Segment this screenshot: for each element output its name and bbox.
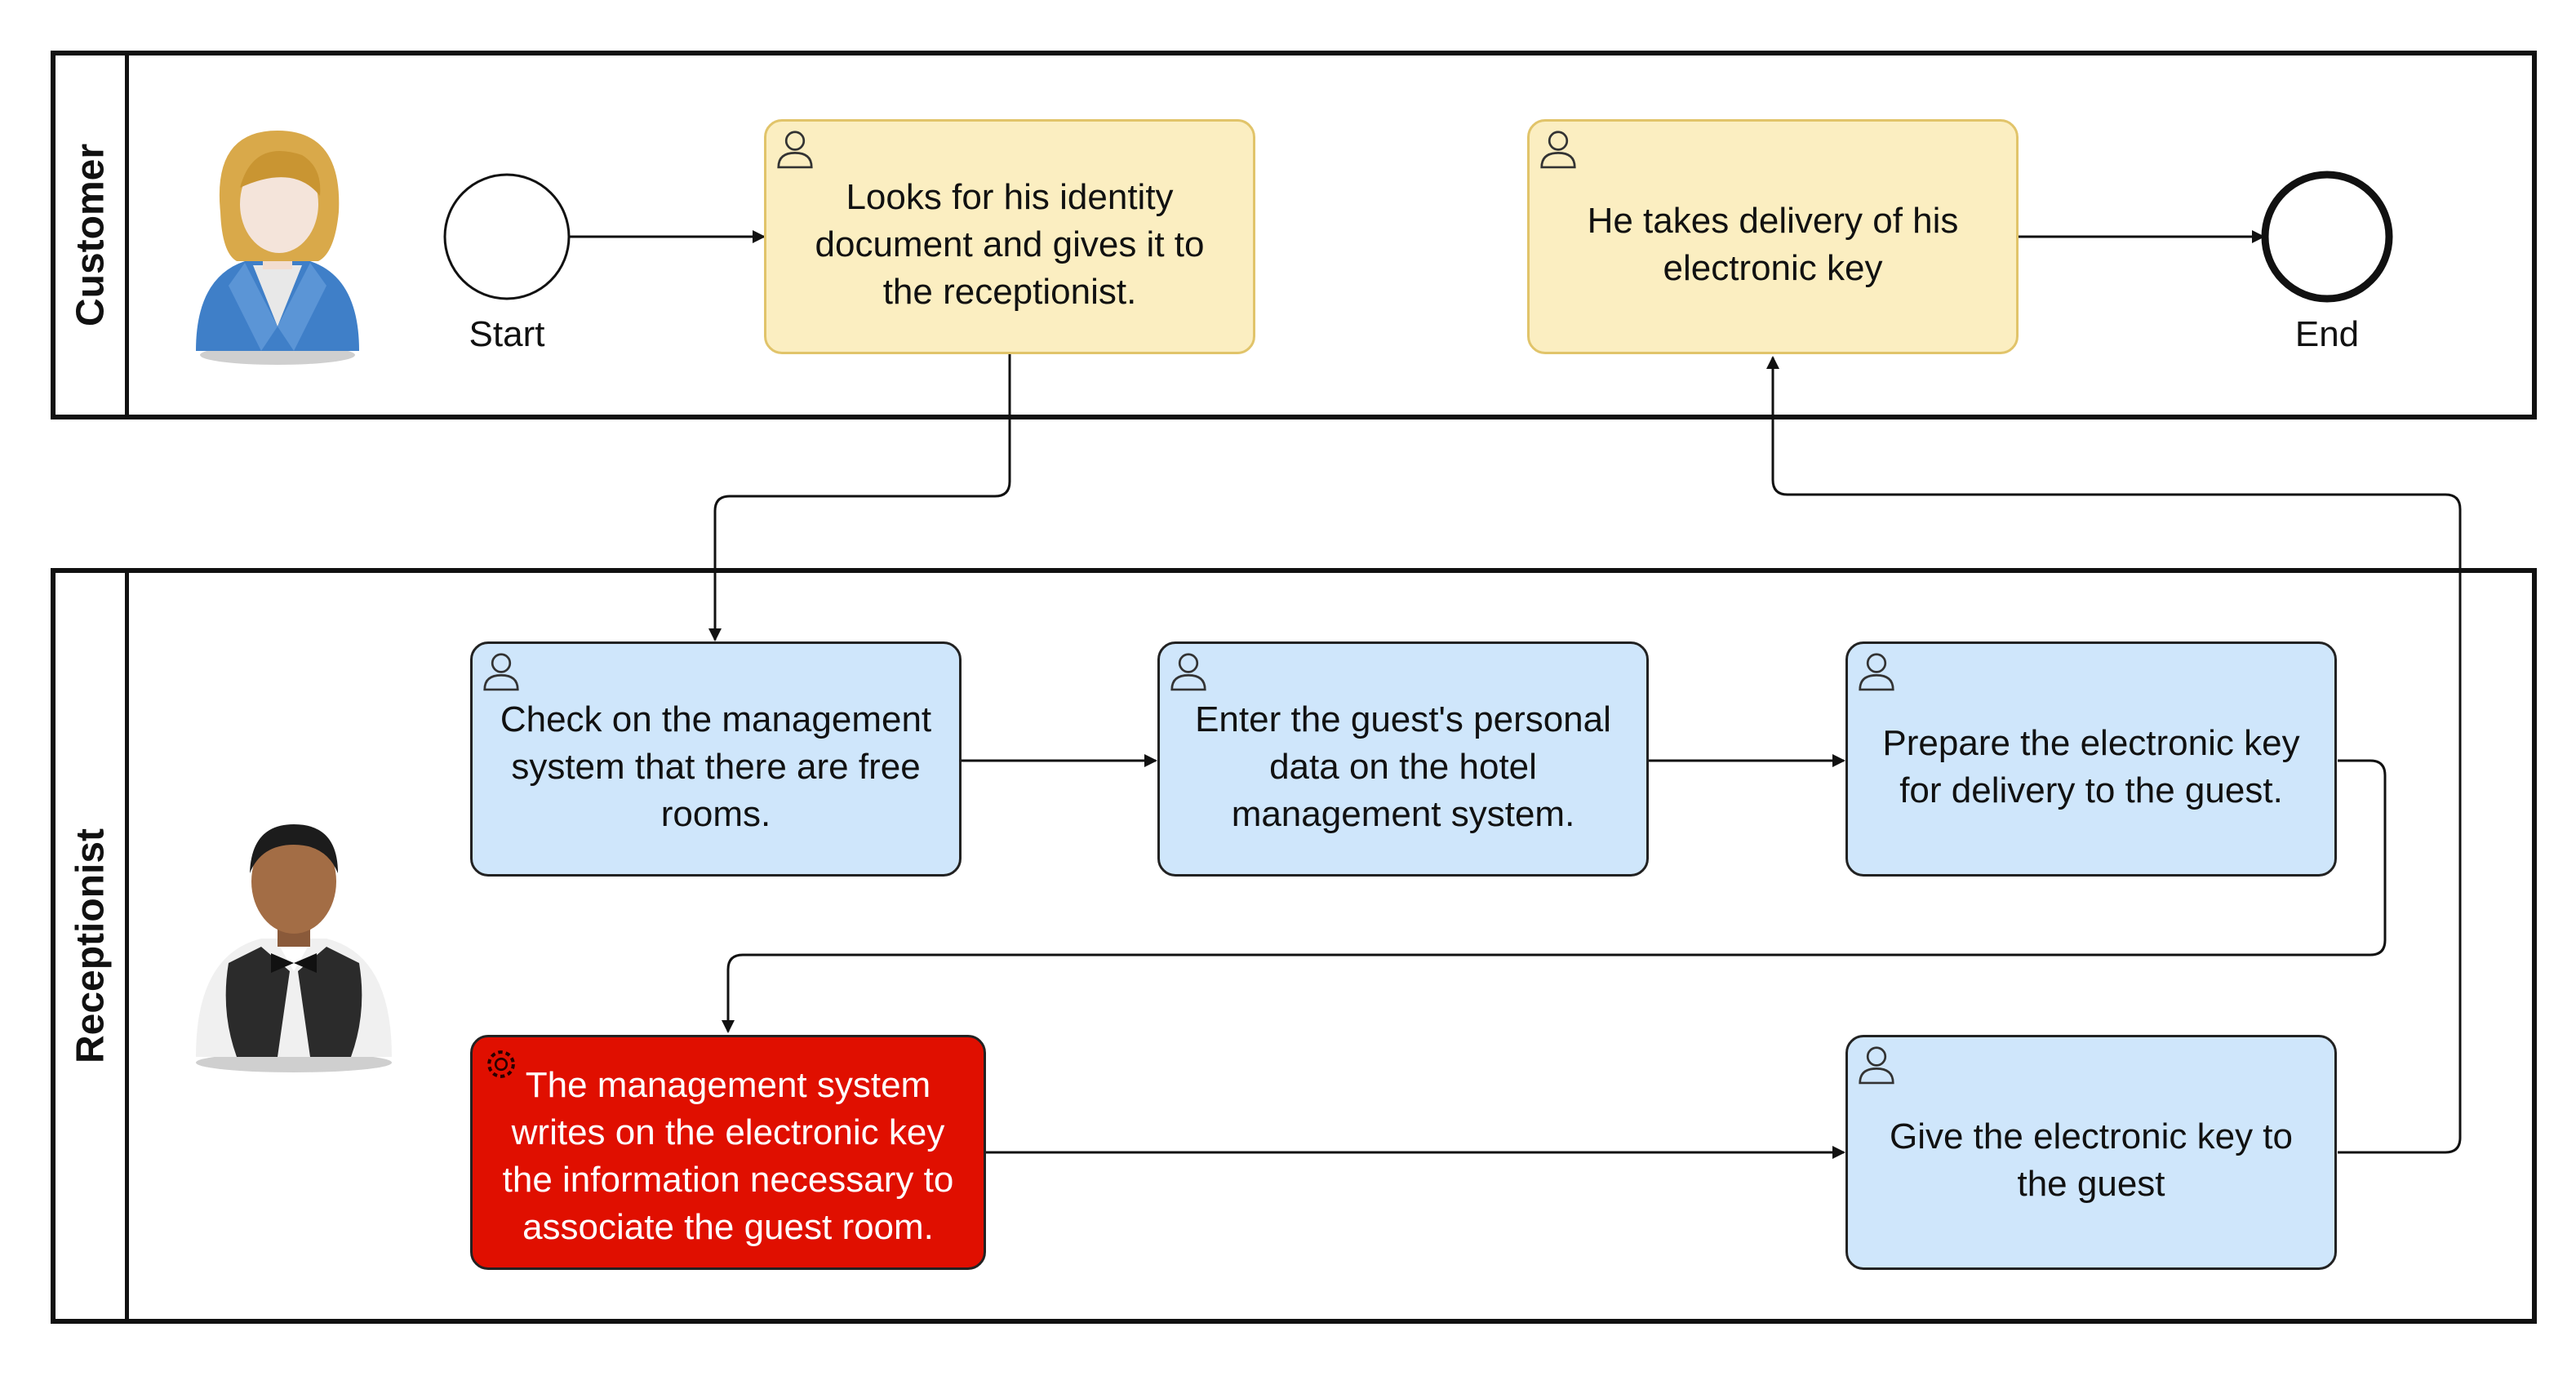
- user-icon: [483, 653, 519, 691]
- task-label: Prepare the electronic key for delivery …: [1882, 723, 2300, 810]
- user-icon: [1170, 653, 1206, 691]
- end-event-label: End: [2294, 314, 2360, 354]
- task-give-identity-document[interactable]: Looks for his identity document and give…: [764, 119, 1255, 354]
- task-label: The management system writes on the elec…: [502, 1065, 954, 1247]
- end-event[interactable]: [2261, 171, 2393, 303]
- start-event[interactable]: [443, 173, 571, 300]
- task-label: Enter the guest's personal data on the h…: [1195, 699, 1611, 834]
- lane-header-receptionist: Receptionist: [56, 573, 129, 1319]
- gear-icon: [487, 1050, 515, 1078]
- task-enter-guest-data[interactable]: Enter the guest's personal data on the h…: [1157, 641, 1649, 877]
- businesswoman-avatar: [196, 131, 359, 365]
- task-take-electronic-key[interactable]: He takes delivery of his electronic key: [1527, 119, 2019, 354]
- user-icon: [777, 131, 813, 169]
- start-event-label: Start: [469, 314, 545, 354]
- task-label: Looks for his identity document and give…: [815, 177, 1205, 312]
- task-label: Give the electronic key to the guest: [1889, 1116, 2293, 1204]
- task-check-free-rooms[interactable]: Check on the management system that ther…: [470, 641, 962, 877]
- user-icon: [1540, 131, 1576, 169]
- receptionist-avatar: [196, 824, 392, 1072]
- task-prepare-electronic-key[interactable]: Prepare the electronic key for delivery …: [1845, 641, 2337, 877]
- user-icon: [1859, 1046, 1894, 1085]
- flow-give-document-to-check-rooms: [708, 354, 1011, 641]
- task-give-electronic-key[interactable]: Give the electronic key to the guest: [1845, 1035, 2337, 1270]
- task-system-writes-key[interactable]: The management system writes on the elec…: [470, 1035, 986, 1270]
- task-label: He takes delivery of his electronic key: [1587, 201, 1959, 288]
- user-icon: [1859, 653, 1894, 691]
- flow-prepare-key-to-system-writes: [722, 759, 2387, 1033]
- lane-header-customer: Customer: [56, 55, 129, 415]
- flow-give-key-to-take-key: [1766, 356, 2462, 1154]
- task-label: Check on the management system that ther…: [500, 699, 932, 834]
